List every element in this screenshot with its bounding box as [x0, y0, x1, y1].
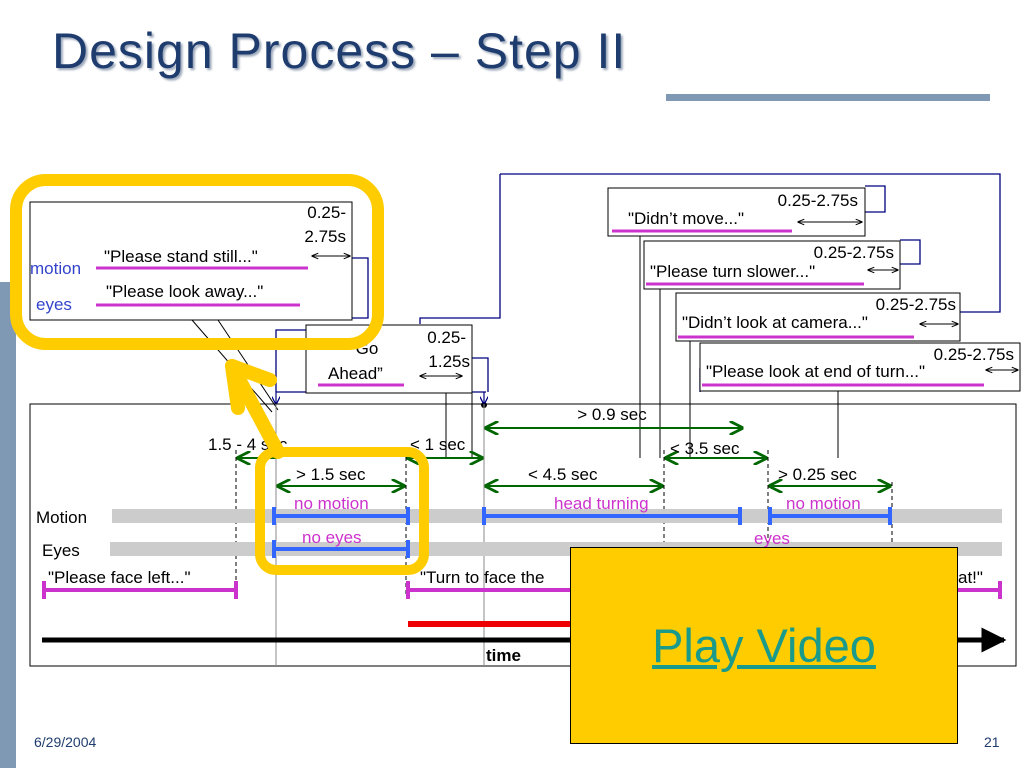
segment-head-turning: head turning [554, 494, 649, 513]
interval-lt-3-5: < 3.5 sec [670, 439, 740, 458]
prompt-end-fragment: at!" [958, 568, 983, 587]
segment-no-motion-2: no motion [786, 494, 861, 513]
prompt-turn-to-face: "Turn to face the [420, 568, 544, 587]
timeline-motion-label: Motion [36, 508, 87, 527]
highlight-frame-top [10, 174, 384, 350]
slide-date: 6/29/2004 [34, 734, 97, 750]
play-video-button[interactable]: Play Video [570, 547, 958, 744]
interval-gt-1-5: > 1.5 sec [296, 465, 366, 484]
didnt-move-phrase: "Didn’t move..." [628, 209, 744, 228]
interval-lt-4-5: < 4.5 sec [528, 465, 598, 484]
didnt-look-phrase: "Didn’t look at camera..." [682, 313, 868, 332]
go-ahead-duration-top: 0.25- [427, 328, 466, 347]
segment-labels: no motion head turning no motion no eyes… [294, 494, 861, 548]
timeline-eyes-label: Eyes [42, 541, 80, 560]
didnt-look-box: 0.25-2.75s "Didn’t look at camera..." [675, 292, 961, 342]
go-ahead-line-2: Ahead” [328, 364, 383, 383]
title-underline [666, 94, 990, 101]
first-box-eyes-phrase: "Please look away..." [106, 282, 263, 301]
first-box-duration-bottom: 2.75s [304, 227, 346, 246]
turn-slower-duration: 0.25-2.75s [814, 243, 894, 262]
interval-labels: > 0.9 sec 1.5 - 4 sec < 1 sec < 3.5 sec … [208, 405, 857, 484]
go-ahead-box: “Go Ahead” 0.25- 1.25s [305, 324, 473, 394]
motion-label: motion [30, 259, 81, 278]
segment-no-motion-1: no motion [294, 494, 369, 513]
look-end-box: 0.25-2.75s "Please look at end of turn..… [699, 342, 1021, 392]
turn-slower-phrase: "Please turn slower..." [650, 262, 815, 281]
segment-no-eyes: no eyes [302, 528, 362, 547]
interval-gt-0-25: > 0.25 sec [778, 465, 857, 484]
prompt-face-left: "Please face left..." [48, 568, 190, 587]
eyes-label: eyes [36, 295, 72, 314]
turn-slower-box: 0.25-2.75s "Please turn slower..." [643, 240, 901, 290]
first-box-motion-phrase: "Please stand still..." [104, 247, 258, 266]
time-axis-label: time [486, 646, 521, 665]
side-accent-bar [0, 282, 16, 768]
blue-segments [272, 507, 892, 558]
interval-gt-0-9: > 0.9 sec [577, 405, 647, 424]
timeline-frame [29, 403, 1017, 667]
look-end-phrase: "Please look at end of turn..." [706, 362, 925, 381]
interval-lt-1: < 1 sec [410, 435, 466, 454]
first-box-duration-top: 0.25- [307, 203, 346, 222]
didnt-move-duration: 0.25-2.75s [778, 191, 858, 210]
play-video-link[interactable]: Play Video [652, 619, 876, 672]
segment-eyes: eyes [754, 529, 790, 548]
highlight-frame-bottom [255, 447, 429, 575]
first-feedback-box: 0.25- 2.75s "Please stand still..." "Ple… [29, 201, 353, 321]
go-ahead-duration-bottom: 1.25s [428, 352, 470, 371]
didnt-move-box: 0.25-2.75s "Didn’t move..." [607, 187, 866, 237]
slide-title: Design Process – Step II [52, 23, 627, 79]
highlight-arrow-icon [225, 359, 285, 459]
didnt-look-duration: 0.25-2.75s [876, 295, 956, 314]
look-end-duration: 0.25-2.75s [934, 345, 1014, 364]
slide-number: 21 [984, 734, 1000, 750]
